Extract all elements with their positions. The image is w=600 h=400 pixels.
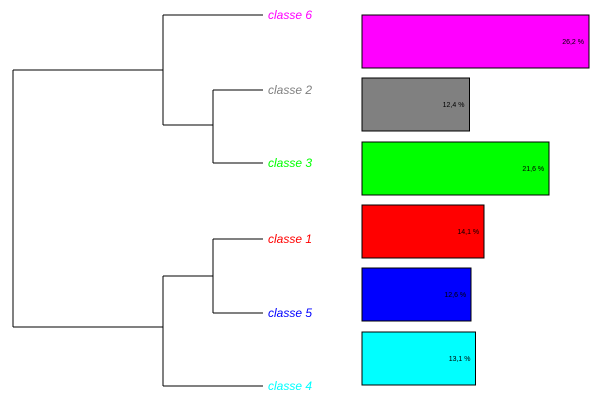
value-label-classe-3: 21,6 % xyxy=(522,166,544,173)
value-label-classe-4: 13,1 % xyxy=(449,356,471,363)
bar-classe-3 xyxy=(361,141,550,196)
value-label-classe-1: 14,1 % xyxy=(457,229,479,236)
bar-series xyxy=(361,14,590,386)
value-labels: 26,2 % 12,4 % 21,6 % 14,1 % 12,6 % 13,1 % xyxy=(443,39,584,363)
value-label-classe-6: 26,2 % xyxy=(562,39,584,46)
class-label-classe-3: classe 3 xyxy=(268,156,312,170)
class-label-classe-2: classe 2 xyxy=(268,83,312,97)
bar-classe-2 xyxy=(361,77,470,132)
class-label-classe-1: classe 1 xyxy=(268,232,312,246)
class-labels: classe 6 classe 2 classe 3 classe 1 classe 5… xyxy=(268,8,312,393)
class-label-classe-6: classe 6 xyxy=(268,8,312,22)
bar-classe-6 xyxy=(361,14,590,69)
dendrogram xyxy=(12,14,263,387)
bar-classe-1 xyxy=(361,204,485,259)
class-label-classe-5: classe 5 xyxy=(268,306,312,320)
value-label-classe-5: 12,6 % xyxy=(444,292,466,299)
value-label-classe-2: 12,4 % xyxy=(443,102,465,109)
bar-classe-4 xyxy=(361,331,476,386)
class-label-classe-4: classe 4 xyxy=(268,379,312,393)
bar-classe-5 xyxy=(361,267,472,322)
